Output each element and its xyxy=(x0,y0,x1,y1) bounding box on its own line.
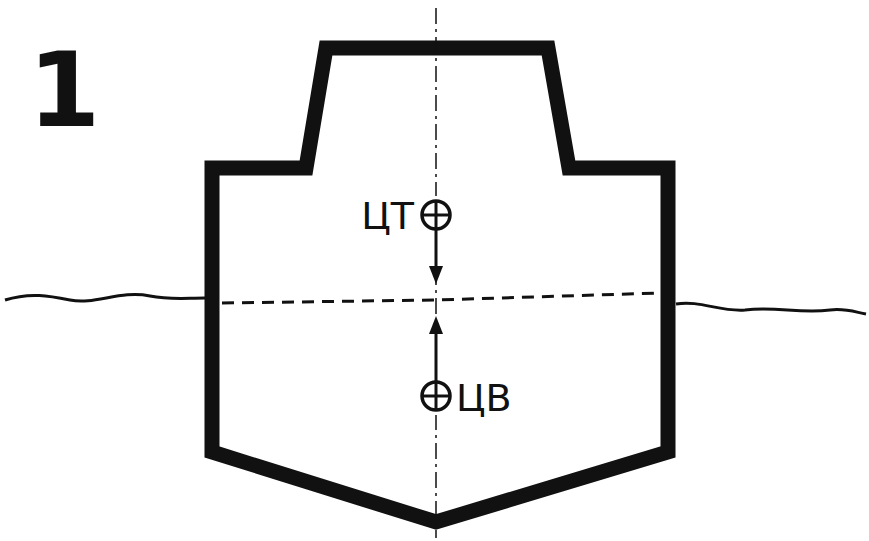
hull-outline xyxy=(212,48,668,522)
buoyancy-center-label: ЦВ xyxy=(456,379,512,417)
buoyancy-center-symbol xyxy=(418,316,454,415)
waterline xyxy=(222,293,660,303)
water-surface-right xyxy=(676,303,866,314)
gravity-center-symbol xyxy=(418,196,454,284)
water-surface-left xyxy=(5,295,205,301)
figure-number: 1 xyxy=(28,38,100,142)
gravity-center-label: ЦТ xyxy=(361,197,414,235)
